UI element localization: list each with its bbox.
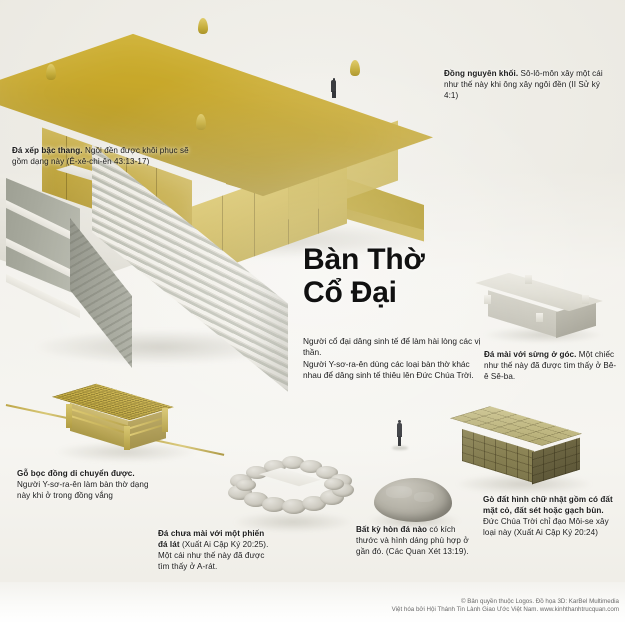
callout-stepped-stone: Đá xếp bậc thang. Ngôi đền được khôi phụ…: [12, 145, 190, 167]
footer-band: [0, 582, 625, 624]
callout-unhewn-stone: Đá chưa mài với một phiến đá lát (Xuất A…: [158, 528, 276, 572]
horned-altar-horn-right: [582, 295, 589, 304]
unhewn-stone-altar-illustration: [228, 452, 356, 534]
intro-text: Người cổ đại dâng sinh tế để làm hài lòn…: [303, 336, 483, 382]
figure-head: [398, 420, 402, 424]
portable-altar-shadow: [56, 442, 196, 462]
credits: © Bản quyền thuộc Logos. Đồ họa 3D: KarB…: [0, 598, 619, 615]
callout-portable-altar: Gỗ bọc đồng di chuyển được. Người Y-sơ-r…: [17, 468, 159, 501]
horned-altar-horn-back: [525, 275, 532, 284]
figure-legs: [332, 91, 336, 98]
figure-head: [332, 78, 336, 81]
callout-horned-stone-body: Một chiếc như thế này đã được tìm thấy ở…: [484, 350, 617, 382]
bronze-altar-horn-south: [196, 114, 206, 130]
figure-body: [396, 423, 403, 437]
callout-stepped-stone-lead: Đá xếp bậc thang.: [12, 146, 83, 155]
bronze-altar-horn-north: [198, 18, 208, 34]
intro-paragraph-2: Người Y-sơ-ra-ên dùng các loại bàn thờ k…: [303, 358, 474, 381]
page-title-line-1: Bàn Thờ: [303, 243, 425, 276]
callout-bronze-altar: Đồng nguyên khối. Sô-lô-môn xây một cái …: [444, 68, 616, 101]
unhewn-altar-shadow: [234, 512, 352, 532]
credits-line-1: © Bản quyền thuộc Logos. Đồ họa 3D: KarB…: [461, 597, 619, 605]
portable-bronze-altar-illustration: [5, 374, 225, 470]
callout-boulder-body: có kích thước và hình dáng phù hợp ở gần…: [356, 525, 469, 557]
callout-mudbrick-mound-body: Đức Chúa Trời chỉ đạo Môi-se xây loại nà…: [483, 517, 609, 538]
callout-bronze-altar-lead: Đồng nguyên khối.: [444, 69, 519, 78]
figure-body: [331, 80, 337, 93]
mudbrick-mound-illustration: [450, 404, 596, 496]
callout-mudbrick-mound: Gò đất hình chữ nhật gồm có đất mặt cỏ, …: [483, 494, 615, 538]
horned-stone-altar-illustration: [475, 272, 608, 345]
page-title-line-2: Cổ Đại: [303, 276, 397, 309]
horned-altar-horn-left: [484, 295, 491, 304]
human-figure-on-altar: [331, 78, 337, 98]
callout-horned-stone-lead: Đá mài với sừng ở góc.: [484, 350, 577, 359]
callout-portable-altar-body: Người Y-sơ-ra-ên làm bàn thờ dạng này kh…: [17, 480, 149, 501]
callout-boulder: Bất kỳ hòn đá nào có kích thước và hình …: [356, 524, 476, 557]
figure-shadow: [392, 446, 408, 450]
portable-altar-corner-post-right: [162, 408, 168, 432]
callout-portable-altar-lead: Gỗ bọc đồng di chuyển được.: [17, 469, 135, 478]
credits-line-2: Việt hóa bởi Hội Thánh Tin Lành Giao Ước…: [391, 606, 619, 614]
bronze-altar-horn-east: [350, 60, 360, 76]
bronze-altar-illustration: [0, 14, 450, 279]
figure-legs: [397, 436, 402, 446]
mound-shadow: [456, 474, 592, 494]
portable-altar-corner-post-front: [124, 426, 130, 450]
bronze-altar-horn-west: [46, 64, 56, 80]
portable-altar-corner-post-left: [66, 404, 72, 428]
callout-bronze-altar-body: Sô-lô-môn xây một cái như thế này khi ôn…: [444, 69, 603, 101]
single-boulder-illustration: [368, 420, 460, 532]
callout-boulder-lead: Bất kỳ hòn đá nào: [356, 525, 428, 534]
callout-stepped-stone-body: Ngôi đền được khôi phục sẽ gồm dạng này …: [12, 146, 189, 167]
callout-unhewn-stone-body: (Xuất Ai Cập Ký 20:25). Một cái như thế …: [158, 540, 269, 572]
horned-altar-horn-front: [536, 313, 543, 322]
callout-mudbrick-mound-lead: Gò đất hình chữ nhật gồm có đất mặt cỏ, …: [483, 495, 613, 516]
intro-paragraph-1: Người cổ đại dâng sinh tế để làm hài lòn…: [303, 336, 481, 358]
page-title: Bàn Thờ Cổ Đại: [303, 243, 513, 309]
human-figure-standing: [392, 420, 408, 450]
stepped-stone-altar-illustration: [0, 160, 306, 370]
callout-horned-stone: Đá mài với sừng ở góc. Một chiếc như thế…: [484, 349, 618, 382]
callout-unhewn-stone-lead: Đá chưa mài với một phiến đá lát: [158, 529, 265, 550]
boulder-rock: [374, 478, 452, 522]
